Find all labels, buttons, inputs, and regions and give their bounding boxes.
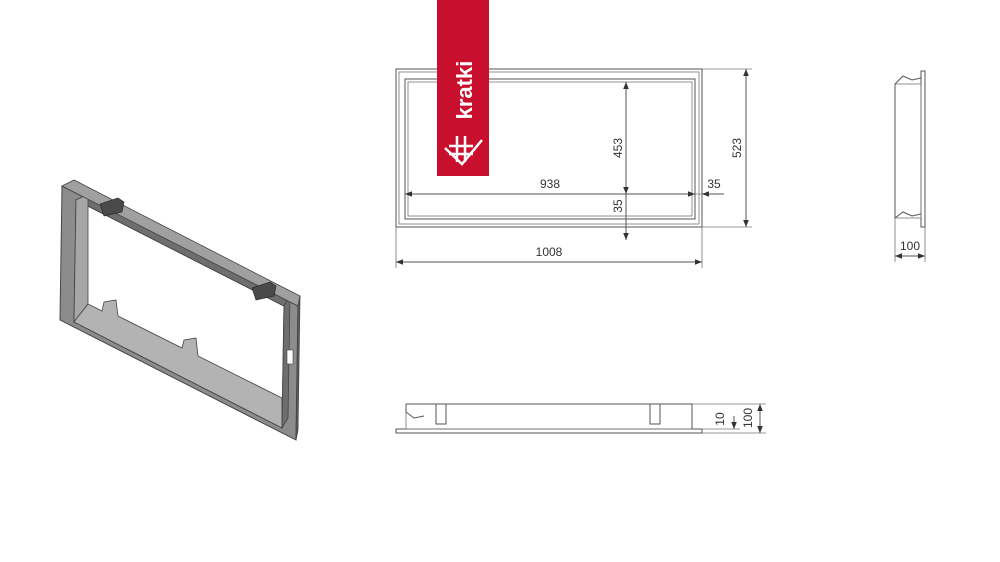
top-flange [395,428,703,434]
dim-inner-width: 938 [540,177,560,191]
dim-top-flange: 10 [713,412,727,426]
side-view: 100 [894,70,926,262]
side-flange [920,70,926,228]
frame-clip-left [99,197,125,217]
top-view: 10 100 [395,403,766,434]
top-clip-right [649,403,661,425]
front-inner-rect [404,78,696,220]
front-outer-rect [395,68,703,228]
logo-emblem-icon [444,136,483,166]
dim-side-depth: 100 [900,239,920,253]
logo-text: kratki [452,61,477,120]
frame-3d-view [59,179,301,441]
dim-outer-height: 523 [730,138,744,158]
frame-right-side [295,295,301,441]
dim-outer-width: 1008 [536,245,563,259]
front-inner-rect-inset [407,81,693,217]
top-clip-left [435,403,447,425]
dim-inner-height: 453 [611,138,625,158]
dim-top-depth: 100 [741,408,755,428]
front-outer-rect-inset [398,71,700,225]
frame-clip-right [251,281,277,301]
frame-inner-left [73,193,89,324]
dim-side-margin: 35 [707,177,721,191]
top-body [405,403,693,430]
dim-bottom-margin: 35 [611,199,625,213]
frame-inner-bottom [73,299,283,429]
side-body [894,83,922,219]
kratki-logo: kratki [437,0,489,176]
front-view: 453 35 938 35 523 1008 [395,68,752,268]
frame-notch-right [286,349,294,365]
